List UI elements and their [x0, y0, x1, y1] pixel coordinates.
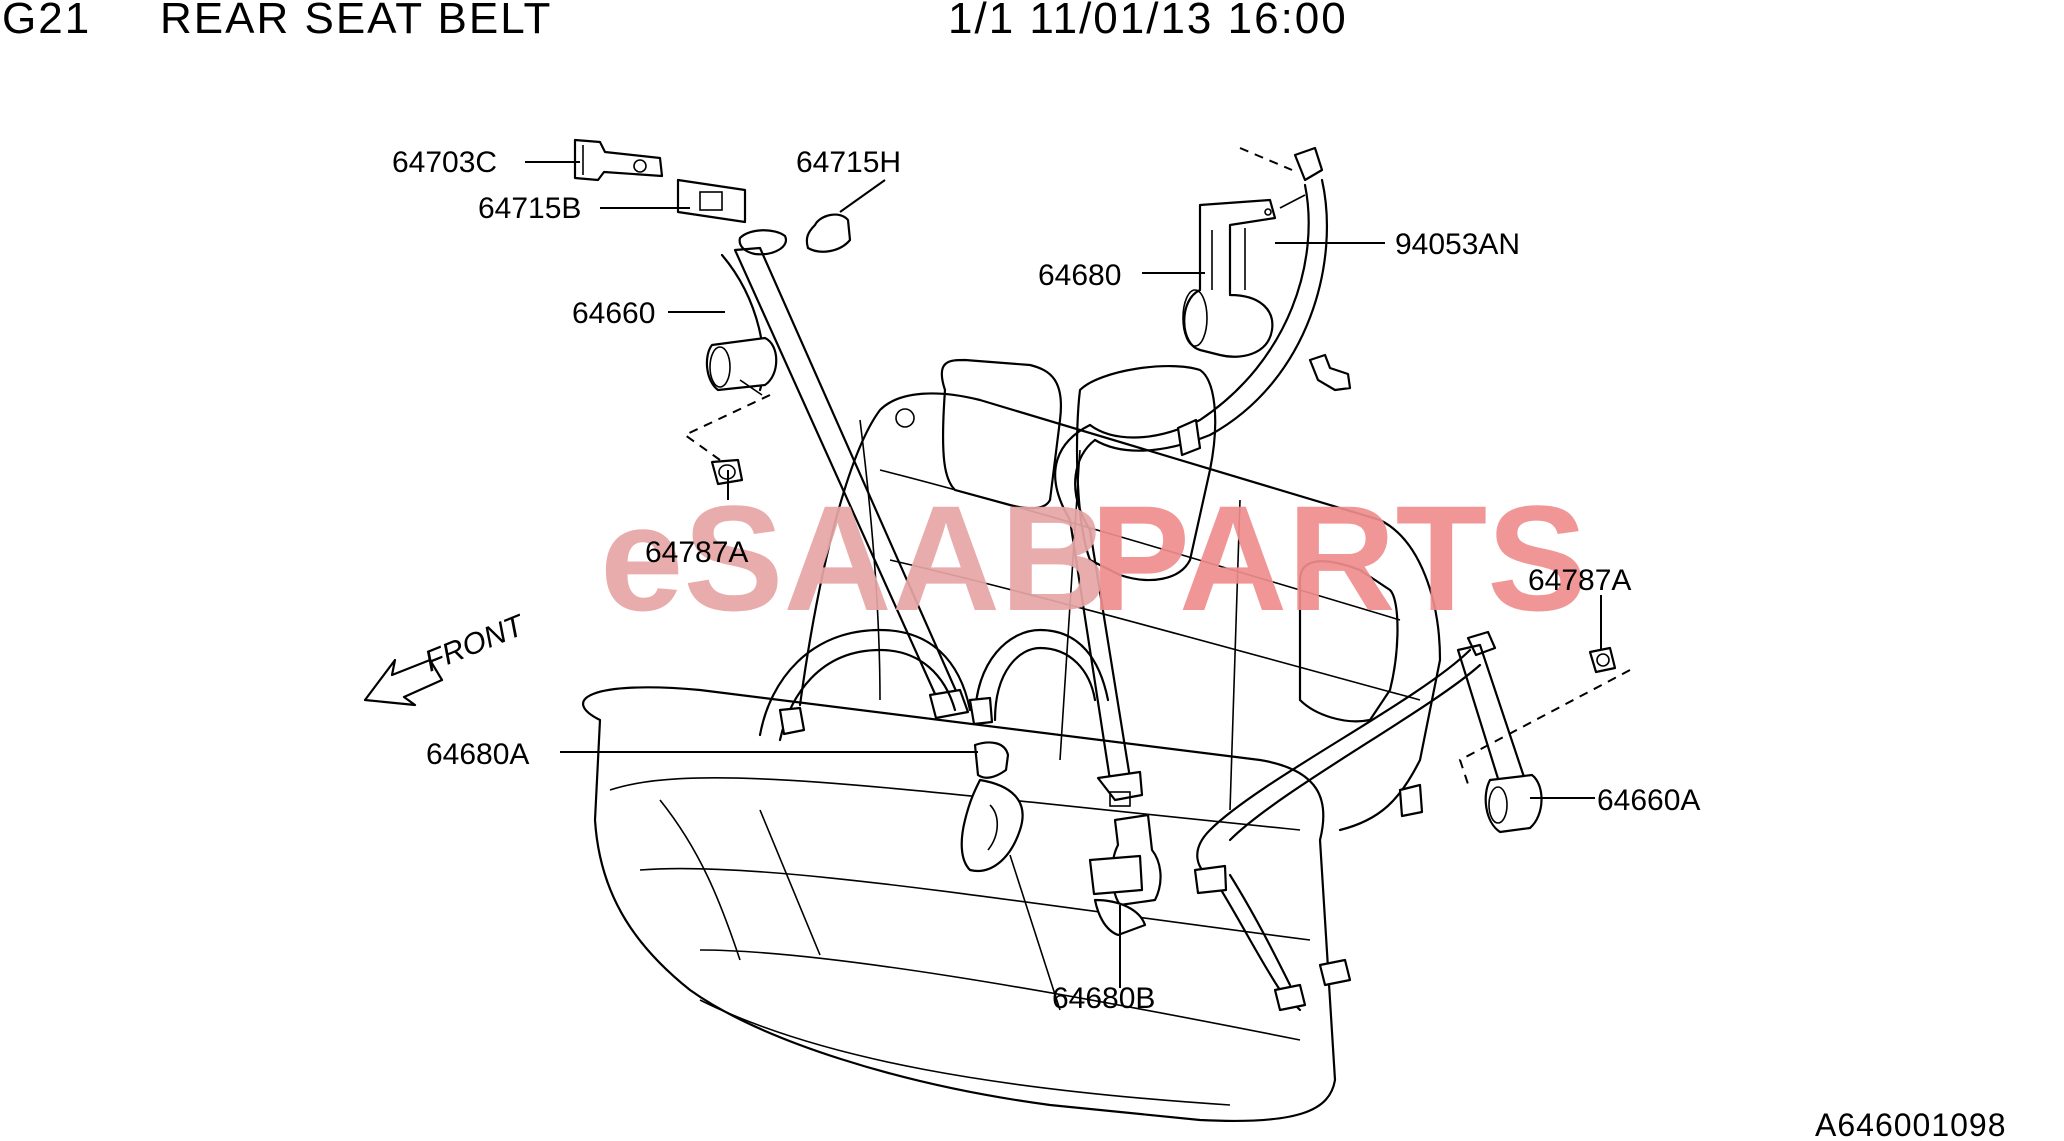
grommet-right-part — [1588, 646, 1617, 674]
callout-64787A-right: 64787A — [1528, 564, 1631, 597]
callout-64680: 64680 — [1038, 259, 1121, 292]
page-info: 1/1 11/01/13 16:00 — [948, 0, 1348, 43]
callout-64660A: 64660A — [1597, 784, 1700, 817]
retractor-right-part — [1484, 773, 1543, 834]
callout-64715H: 64715H — [796, 146, 901, 179]
callout-94053AN: 94053AN — [1395, 228, 1520, 261]
front-arrow-icon — [363, 658, 444, 707]
callout-64787A-left: 64787A — [645, 536, 748, 569]
watermark-esaab: eSAAB — [600, 474, 1108, 642]
rear-seat-outline — [582, 358, 1442, 1123]
callout-64680B: 64680B — [1052, 982, 1155, 1015]
anchor-cover-part — [676, 178, 747, 224]
callout-64680A: 64680A — [426, 738, 529, 771]
retractor-left-part — [705, 336, 778, 396]
mounting-bolt-part — [1308, 353, 1352, 392]
left-seat-belt — [573, 138, 970, 720]
diagram-title: REAR SEAT BELT — [160, 0, 553, 43]
callout-64715B: 64715B — [478, 192, 581, 225]
section-code: G21 — [2, 0, 92, 43]
watermark: eSAAB PARTS — [600, 474, 1587, 642]
figure-code: A646001098 — [1815, 1107, 2007, 1141]
callout-64660: 64660 — [572, 297, 655, 330]
callout-labels: 64703C 64715H 64715B 64660 64787A 64680 … — [392, 146, 1700, 1015]
front-label: FRONT — [420, 608, 531, 678]
leader-lines — [525, 161, 1602, 988]
watermark-parts: PARTS — [1090, 474, 1587, 642]
right-seat-belt — [1193, 630, 1631, 1012]
front-direction-indicator: FRONT — [363, 608, 531, 707]
height-adjuster-part — [573, 138, 664, 182]
callout-64703C: 64703C — [392, 146, 497, 179]
bolt-cap-part — [805, 213, 852, 253]
center-seat-belt — [1054, 146, 1352, 807]
retractor-center-part — [1182, 198, 1277, 358]
lap-belt-buckles — [758, 628, 1162, 937]
